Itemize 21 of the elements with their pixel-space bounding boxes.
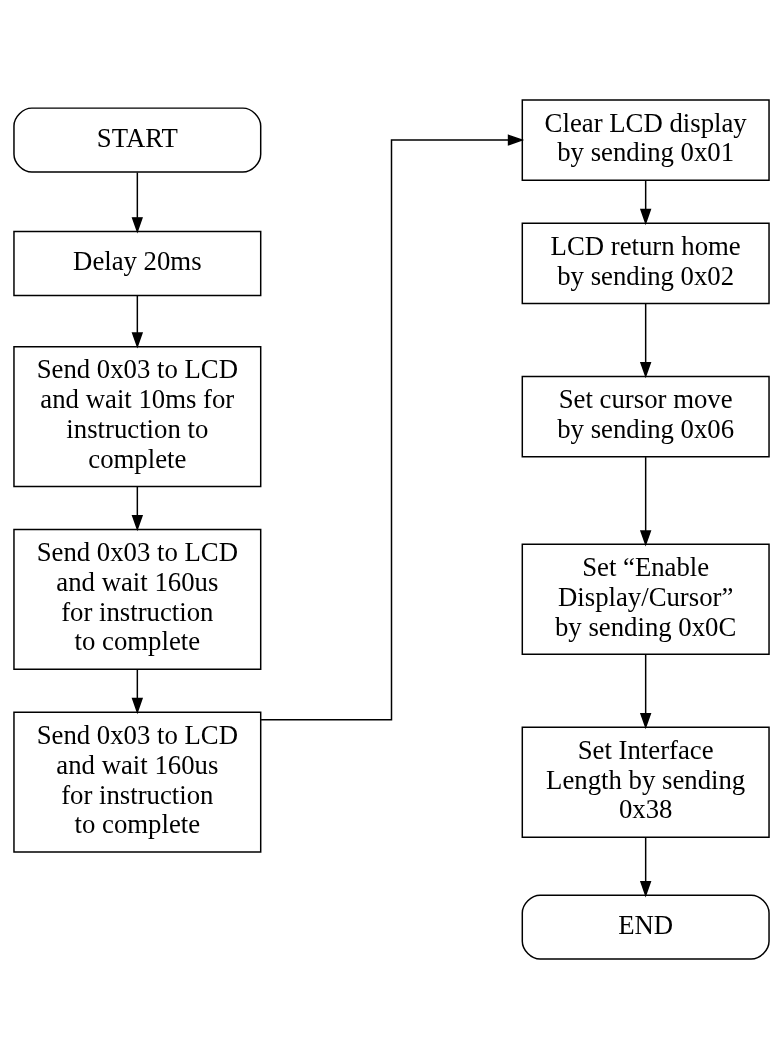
- node-box: Clear LCD display by sending 0x01: [521, 99, 770, 181]
- node-box: Delay 20ms: [13, 230, 262, 297]
- node-box: START: [13, 107, 262, 173]
- node-box: Send 0x03 to LCD and wait 160us for instruction to complete: [13, 528, 262, 670]
- node-box: Set “Enable Display/Cursor” by sending 0x0C: [521, 543, 770, 656]
- node-box: Send 0x03 to LCD and wait 160us for instruction to complete: [13, 711, 262, 853]
- arrow: [639, 179, 652, 226]
- node-box: LCD return home by sending 0x02: [521, 222, 770, 305]
- arrow: [639, 456, 652, 547]
- arrow: [639, 302, 652, 379]
- node-box: Set Interface Length by sending 0x38: [521, 726, 770, 838]
- node-box: END: [521, 894, 770, 960]
- node-box: Send 0x03 to LCD and wait 10ms for instruction to complete: [13, 345, 262, 488]
- arrow: [639, 836, 652, 898]
- arrow: [131, 295, 144, 349]
- node-box: Set cursor move by sending 0x06: [521, 375, 770, 458]
- arrow: [131, 668, 144, 715]
- arrow: [131, 485, 144, 532]
- arrow: [131, 171, 144, 234]
- arrow: [260, 134, 525, 721]
- arrow: [639, 653, 652, 730]
